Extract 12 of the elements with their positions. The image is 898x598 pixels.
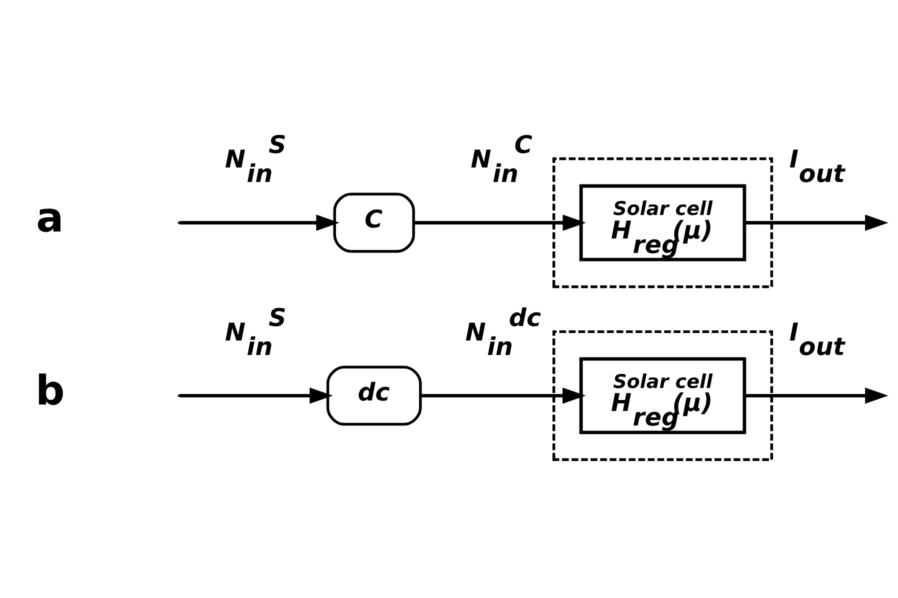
arrow	[414, 214, 586, 231]
arrow	[420, 388, 586, 404]
arrow	[180, 214, 340, 231]
label: a	[36, 194, 64, 242]
cluster	[552, 157, 774, 288]
arrow	[744, 214, 888, 231]
cluster	[552, 330, 774, 462]
label: b	[35, 366, 65, 415]
node-box: C	[333, 192, 415, 253]
arrow	[744, 388, 888, 404]
arrow	[180, 388, 333, 404]
node-box: dc	[326, 366, 422, 426]
